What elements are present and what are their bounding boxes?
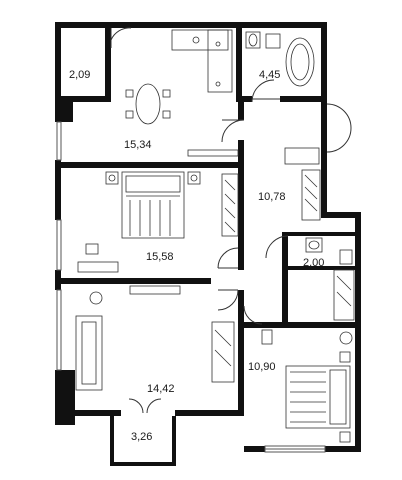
room-area-wc: 2,00 (303, 257, 324, 269)
room-area-storage: 2,09 (69, 69, 90, 81)
room-area-kitchen-dining: 15,34 (124, 139, 152, 151)
area-labels: 2,09 4,45 15,34 10,78 15,58 2,00 14,42 1… (69, 69, 324, 443)
furniture (75, 29, 355, 443)
windows (56, 121, 326, 453)
doors (110, 27, 352, 414)
room-area-hallway: 10,78 (258, 191, 286, 203)
room-area-bedroom-1: 15,58 (146, 251, 174, 263)
walls (55, 22, 361, 466)
room-area-living-room: 14,42 (147, 383, 175, 395)
room-area-bathroom: 4,45 (259, 69, 280, 81)
room-area-bedroom-2: 10,90 (248, 361, 276, 373)
room-area-balcony: 3,26 (131, 431, 152, 443)
